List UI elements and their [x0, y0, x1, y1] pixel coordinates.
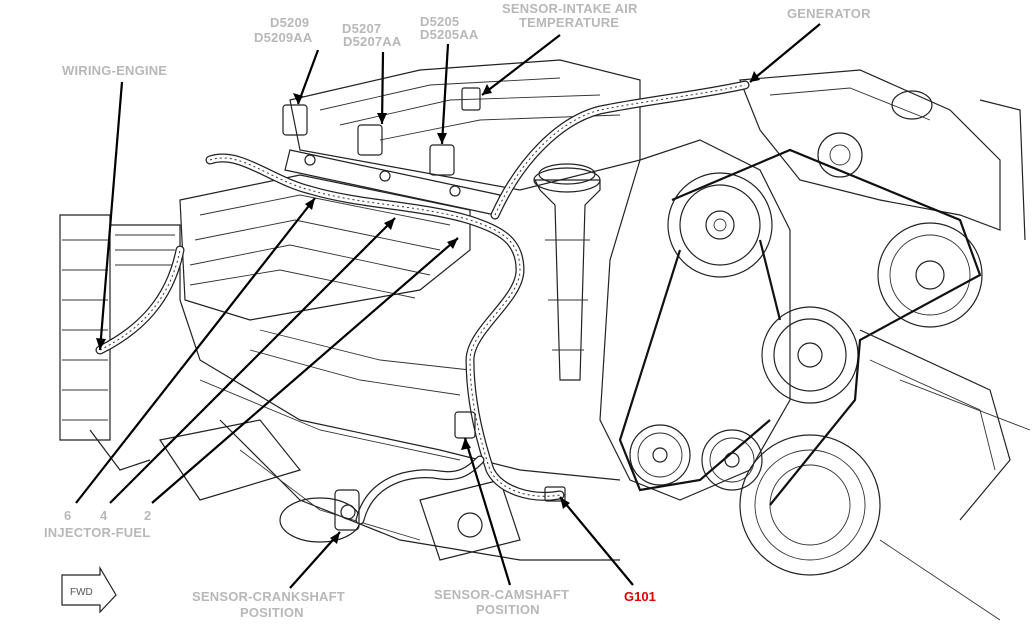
label-sensor-crankshaft: SENSOR-CRANKSHAFT: [192, 589, 345, 604]
engine-wiring-harness: [95, 80, 750, 531]
label-crankshaft-position: POSITION: [240, 605, 304, 620]
label-d5209: D5209: [270, 15, 309, 30]
label-d5205aa: D5205AA: [420, 27, 479, 42]
label-camshaft-position: POSITION: [476, 602, 540, 617]
label-injector-2: 2: [144, 508, 151, 523]
label-generator: GENERATOR: [787, 6, 871, 21]
leader-lines: [75, 23, 821, 589]
fwd-label: FWD: [70, 587, 93, 598]
label-temperature: TEMPERATURE: [519, 15, 619, 30]
label-wiring-engine: WIRING-ENGINE: [62, 63, 167, 78]
label-d5207aa: D5207AA: [343, 34, 402, 49]
label-sensor-intake-air: SENSOR-INTAKE AIR: [502, 1, 638, 16]
label-injector-fuel: INJECTOR-FUEL: [44, 525, 150, 540]
callout-labels: D5209 D5209AA D5207 D5207AA D5205 D5205A…: [44, 1, 871, 620]
label-injector-4: 4: [100, 508, 108, 523]
label-sensor-camshaft: SENSOR-CAMSHAFT: [434, 587, 569, 602]
label-ground-g101: G101: [624, 589, 656, 604]
label-d5207: D5207: [342, 21, 381, 36]
label-injector-6: 6: [64, 508, 71, 523]
label-d5205: D5205: [420, 14, 459, 29]
label-d5209aa: D5209AA: [254, 30, 313, 45]
forward-direction-icon: FWD: [61, 565, 117, 614]
